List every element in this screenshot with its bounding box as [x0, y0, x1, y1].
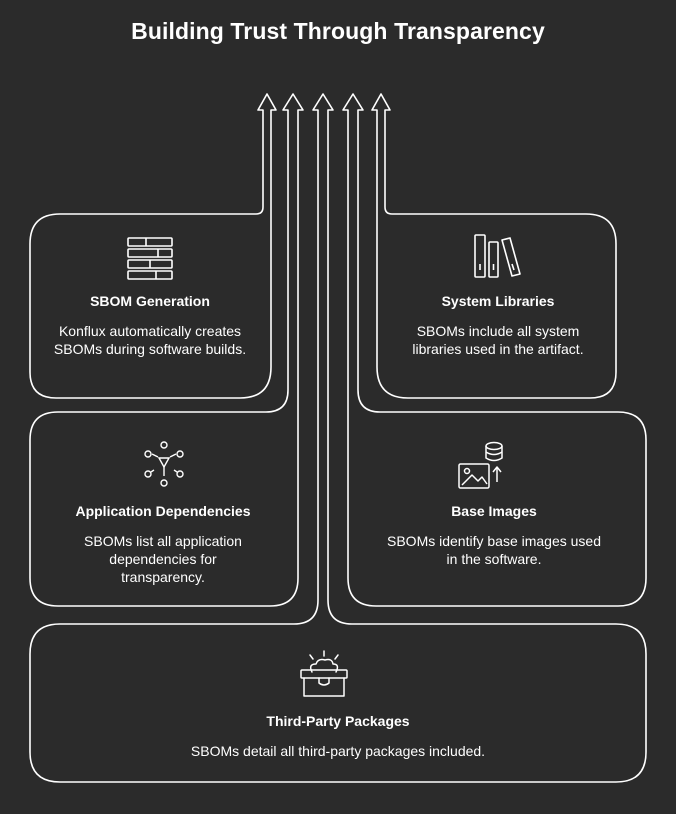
image-database-icon — [458, 441, 503, 489]
card-description: Konflux automatically creates SBOMs duri… — [53, 323, 247, 357]
card-description: SBOMs list all application dependencies … — [84, 533, 242, 585]
card-title: System Libraries — [441, 293, 555, 309]
package-box-icon — [300, 650, 348, 697]
card-application-dependencies: Application Dependencies SBOMs list all … — [48, 502, 278, 586]
arrow-system-libraries — [371, 93, 617, 399]
card-description: SBOMs detail all third-party packages in… — [190, 743, 486, 759]
stacked-layers-icon — [127, 237, 173, 280]
arrow-sbom-generation — [29, 93, 277, 399]
card-title: Base Images — [451, 503, 537, 519]
card-system-libraries: System Libraries SBOMs include all syste… — [400, 292, 596, 358]
card-third-party-packages: Third-Party Packages SBOMs detail all th… — [60, 712, 616, 760]
arrow-third-party-packages — [29, 93, 647, 783]
card-title: SBOM Generation — [90, 293, 210, 309]
arrow-application-dependencies — [29, 93, 304, 607]
page-title: Building Trust Through Transparency — [131, 18, 545, 44]
card-sbom-generation: SBOM Generation Konflux automatically cr… — [52, 292, 248, 358]
card-title: Third-Party Packages — [266, 713, 410, 729]
card-description: SBOMs identify base images used in the s… — [387, 533, 601, 567]
books-icon — [474, 234, 521, 278]
card-title: Application Dependencies — [75, 503, 251, 519]
card-base-images: Base Images SBOMs identify base images u… — [372, 502, 616, 568]
card-description: SBOMs include all system libraries used … — [412, 323, 584, 357]
arrow-base-images — [342, 93, 647, 607]
network-nodes-icon — [144, 441, 184, 487]
